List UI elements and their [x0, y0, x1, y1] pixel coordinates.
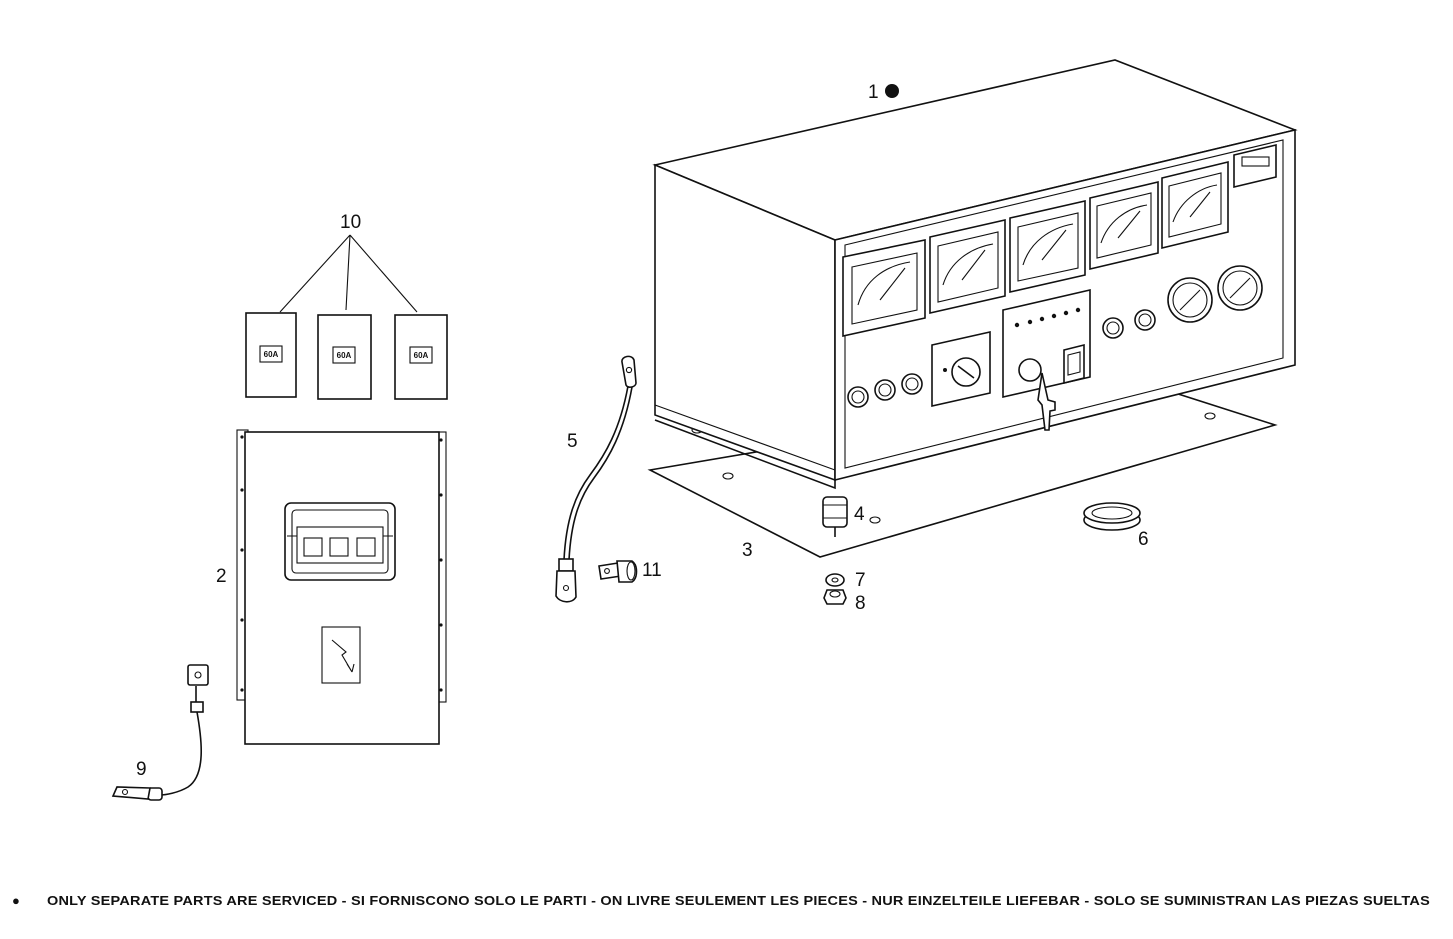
control-box [652, 59, 1298, 490]
callouts: 1 2 3 4 5 6 7 8 9 10 11 [136, 82, 1149, 780]
fuse-set: 60A 60A 60A [245, 234, 448, 400]
callout-7: 7 [855, 570, 866, 591]
separate-parts-bullet-icon [885, 84, 899, 98]
panel-door [236, 429, 447, 745]
nut [823, 589, 847, 605]
footnote-text: ONLY SEPARATE PARTS ARE SERVICED - SI FO… [47, 893, 1430, 908]
vibration-mount [822, 496, 848, 537]
hour-counter [1233, 143, 1277, 189]
footnote-bullet: ● [12, 893, 20, 908]
callout-1: 1 [868, 82, 879, 103]
fuse-left: 60A [245, 312, 297, 398]
key-switch-panel [1002, 288, 1091, 431]
footnote: ● ONLY SEPARATE PARTS ARE SERVICED - SI … [12, 893, 1430, 908]
cable-terminal [598, 560, 638, 583]
door-mount-holes [240, 435, 443, 692]
fuse-middle: 60A [317, 314, 372, 400]
callout-6: 6 [1138, 529, 1149, 550]
high-voltage-warning-icon [321, 626, 361, 684]
meter-1 [842, 239, 926, 337]
callout-4: 4 [854, 504, 865, 525]
callout-5: 5 [567, 431, 578, 452]
callout-2: 2 [216, 566, 227, 587]
callout-10: 10 [340, 212, 361, 233]
selector-switch [931, 331, 991, 407]
fuse-middle-label: 60A [337, 351, 352, 360]
fuse-left-label: 60A [264, 350, 279, 359]
fuse-right: 60A [394, 314, 448, 400]
meter-4 [1089, 180, 1159, 271]
callout-9: 9 [136, 759, 147, 780]
callout-3: 3 [742, 540, 753, 561]
ground-cable [111, 664, 209, 801]
meter-2 [929, 218, 1006, 315]
round-gauges [1167, 265, 1263, 323]
gauge-cap [1083, 502, 1141, 531]
fuse-right-label: 60A [414, 351, 429, 360]
indicator-lamps [847, 309, 1156, 408]
circuit-breaker-window [284, 502, 396, 581]
callout-11: 11 [642, 560, 662, 581]
meter-3 [1009, 199, 1086, 294]
washer [825, 573, 845, 587]
callout-8: 8 [855, 593, 866, 614]
meter-5 [1161, 160, 1229, 250]
battery-cable [555, 355, 637, 603]
